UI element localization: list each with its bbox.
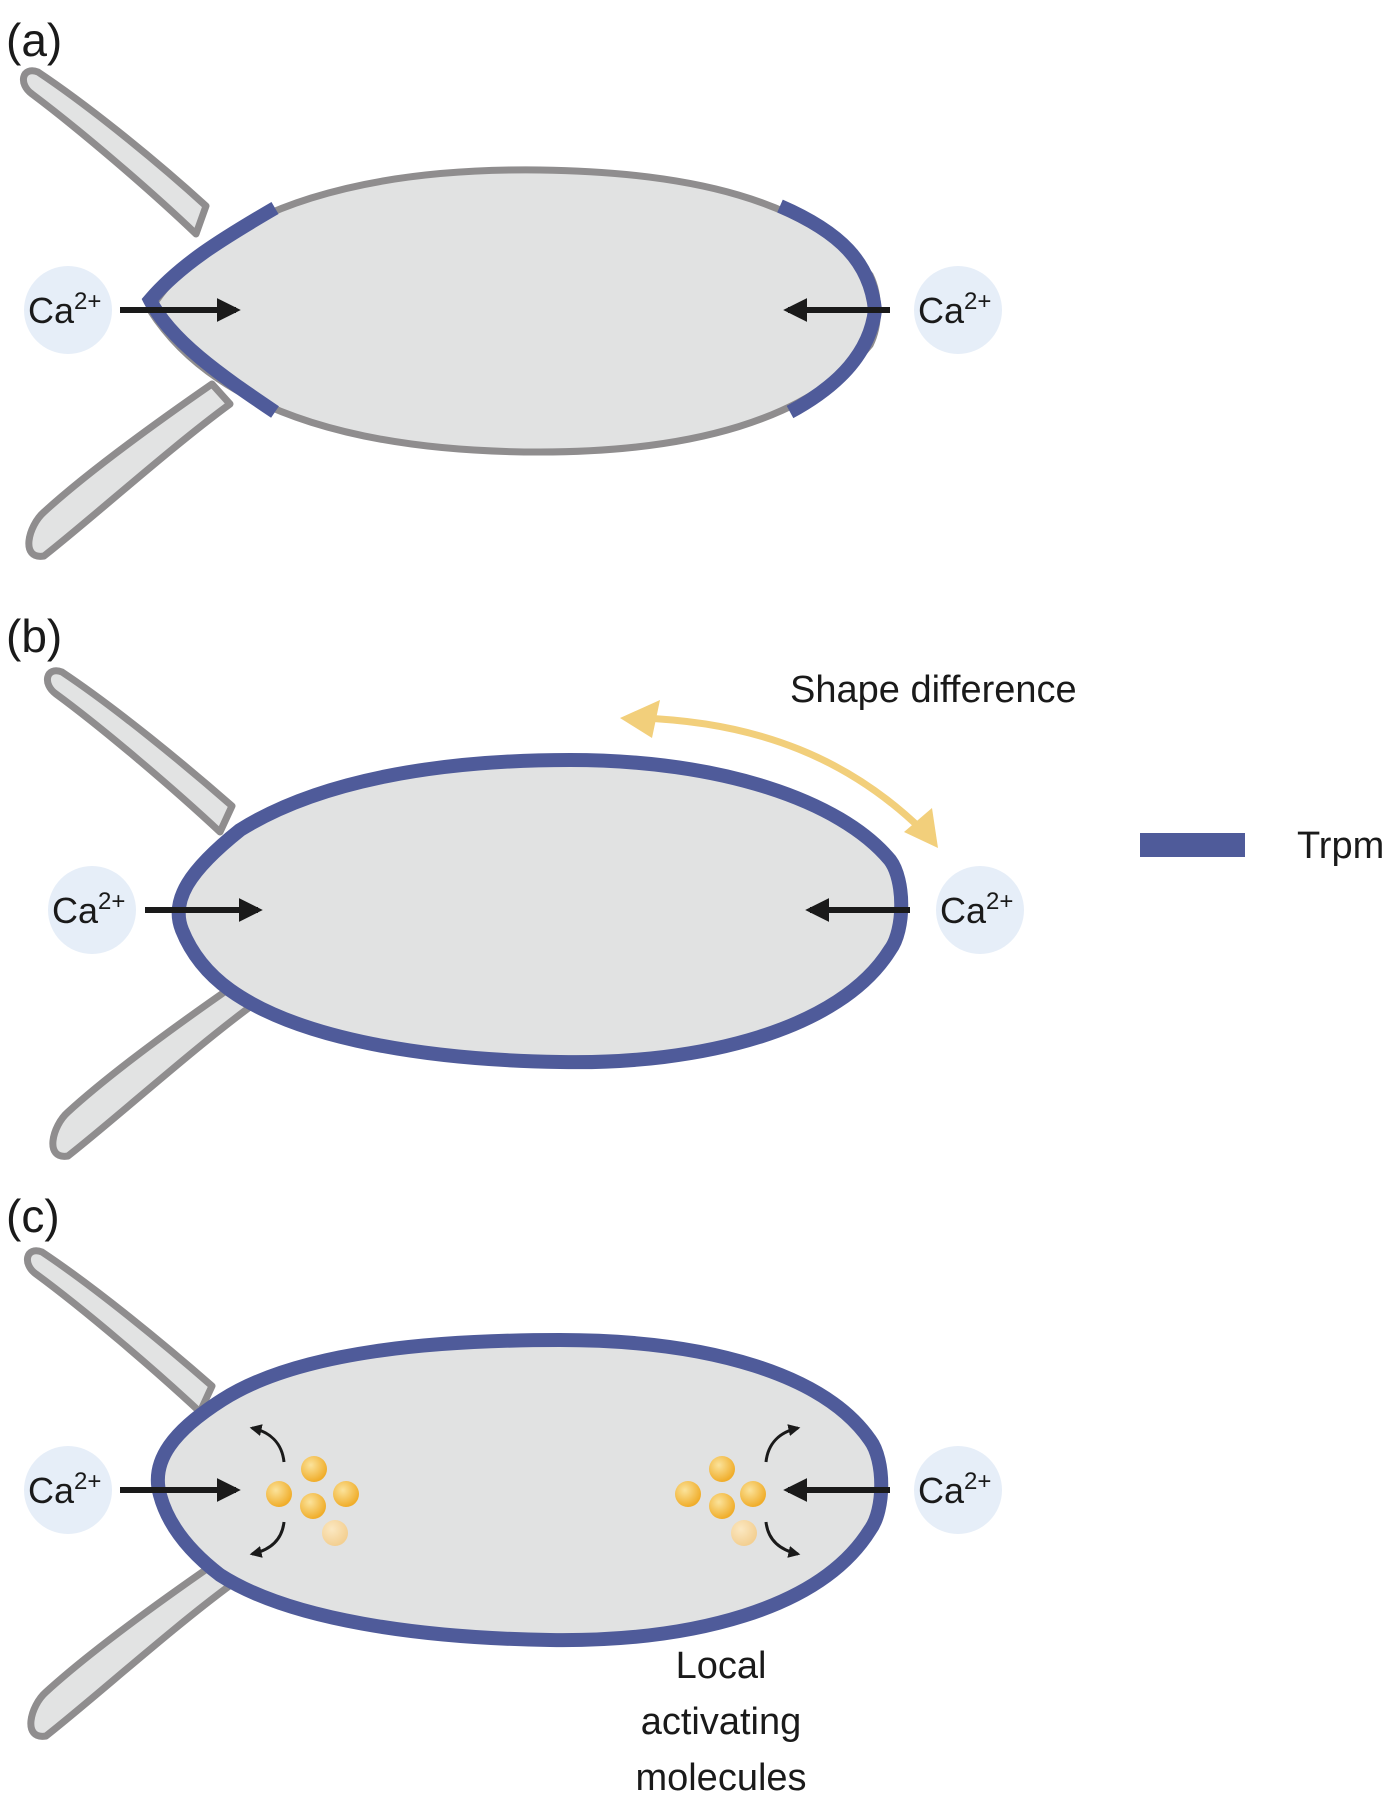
tail-lower-icon [27, 1560, 236, 1740]
legend-swatch-trpm [1140, 833, 1245, 857]
tail-upper-icon [24, 1247, 216, 1416]
shape-difference-arrowhead-start [620, 700, 660, 738]
panel-b-label: (b) [6, 610, 62, 662]
shape-difference-label: Shape difference [790, 669, 1077, 711]
local-activating-line1: Local [676, 1645, 767, 1687]
ca-ion-right-c: Ca2+ [918, 1468, 991, 1511]
legend-label-trpm: Trpm [1297, 825, 1384, 867]
spread-arrow-left-up-icon [249, 1424, 286, 1463]
spread-arrow-right-up-icon [764, 1424, 801, 1463]
ca-ion-left-c: Ca2+ [28, 1468, 101, 1511]
tail-lower-icon [49, 980, 258, 1160]
ca-ion-circle-left [24, 1446, 112, 1534]
ca-ion-right-a: Ca2+ [918, 288, 991, 331]
cell-body-b[interactable] [171, 752, 909, 1070]
molecule-cluster-right [675, 1456, 766, 1546]
panel-b: (b) Shape difference Ca2+ Ca2+ Trpm [6, 610, 1384, 1160]
ca-ion-right-b: Ca2+ [940, 888, 1013, 931]
ca-ion-circle-right [914, 1446, 1002, 1534]
ca-ion-circle-right [936, 866, 1024, 954]
local-activating-line3: molecules [635, 1757, 806, 1799]
cell-body-c[interactable] [150, 1332, 889, 1648]
ca-ion-left-b: Ca2+ [52, 888, 125, 931]
panel-a: (a) Ca2+ Ca2+ [6, 14, 1002, 560]
tail-lower-icon [25, 380, 234, 560]
trpm-segment-left [141, 201, 279, 418]
panel-c: (c) Ca2+ Ca2+ Local [6, 1190, 1002, 1799]
spread-arrow-right-down-icon [764, 1521, 801, 1558]
molecule-cluster-left [266, 1456, 359, 1546]
ca-ion-left-a: Ca2+ [28, 288, 101, 331]
ca-ion-circle-right [914, 266, 1002, 354]
panel-c-label: (c) [6, 1190, 60, 1242]
tail-upper-icon [44, 667, 236, 836]
ca-ion-circle-left [48, 866, 136, 954]
local-activating-line2: activating [641, 1701, 802, 1743]
panel-a-label: (a) [6, 14, 62, 66]
tail-upper-icon [20, 67, 210, 238]
ca-ion-circle-left [24, 266, 112, 354]
shape-difference-arrow-icon [639, 714, 925, 833]
spread-arrow-left-down-icon [249, 1521, 286, 1558]
shape-difference-arrowhead-end [904, 808, 938, 848]
